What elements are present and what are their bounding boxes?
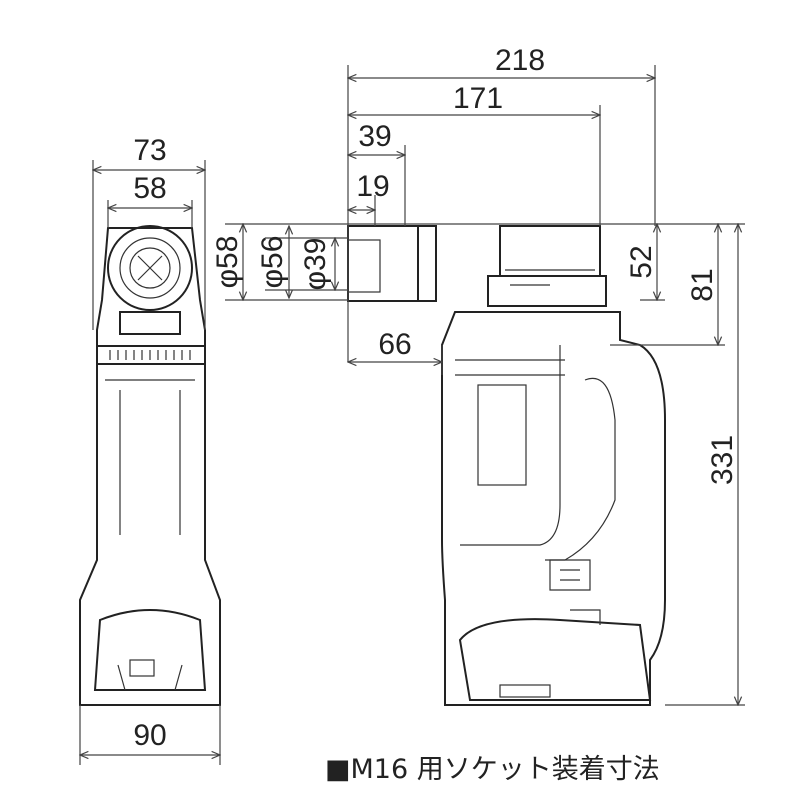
dim-socket-to-body: 66 [378,328,411,361]
dim-length-to-body: 171 [453,82,503,115]
dim-diameter-outer: φ58 [211,236,244,289]
dim-diameter-mid: φ56 [256,236,289,289]
dim-socket-length: 39 [358,120,391,153]
dim-socket-inset: 19 [356,170,389,203]
dim-height-overall: 331 [706,435,739,485]
side-view-tool [347,225,666,706]
dim-battery-width: 90 [133,719,166,752]
dim-front-width: 73 [133,134,166,167]
dim-length-overall: 218 [495,44,545,77]
dim-head-to-grip: 81 [686,268,719,301]
dim-diameter-inner: φ39 [299,238,332,291]
dim-head-width: 58 [133,172,166,205]
dimension-lines [80,65,745,765]
dim-head-height: 52 [625,245,658,278]
caption: ■M16 用ソケット装着寸法 [325,754,660,785]
front-view-tool [79,225,221,706]
